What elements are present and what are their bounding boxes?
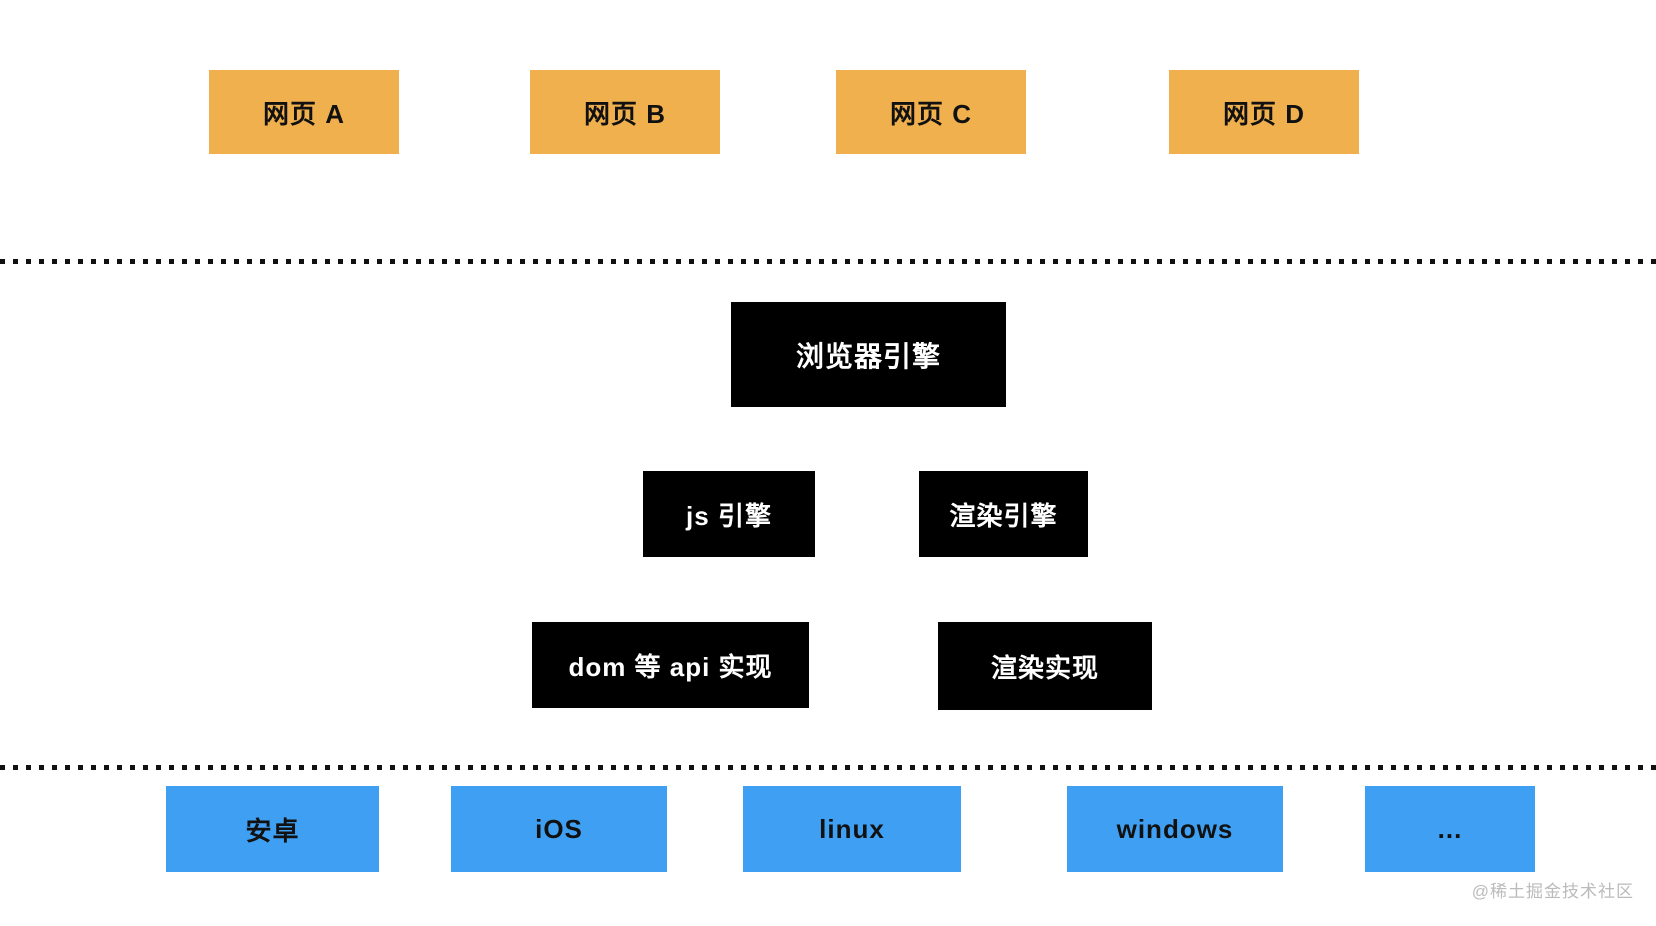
separator-line-bottom [0,765,1656,770]
web-page-box-a: 网页 A [209,70,399,154]
web-page-box-d: 网页 D [1169,70,1359,154]
web-page-box-b: 网页 B [530,70,720,154]
browser-engine-box: 浏览器引擎 [731,302,1006,407]
platform-box-more: ... [1365,786,1535,872]
web-page-box-c: 网页 C [836,70,1026,154]
render-impl-box: 渲染实现 [938,622,1152,710]
js-engine-box: js 引擎 [643,471,815,557]
render-engine-box: 渲染引擎 [919,471,1088,557]
watermark-text: @稀土掘金技术社区 [1471,882,1634,901]
separator-line-top [0,259,1656,264]
dom-api-impl-box: dom 等 api 实现 [532,622,809,708]
platform-box-linux: linux [743,786,961,872]
platform-box-ios: iOS [451,786,667,872]
platform-box-windows: windows [1067,786,1283,872]
platform-box-android: 安卓 [166,786,379,872]
